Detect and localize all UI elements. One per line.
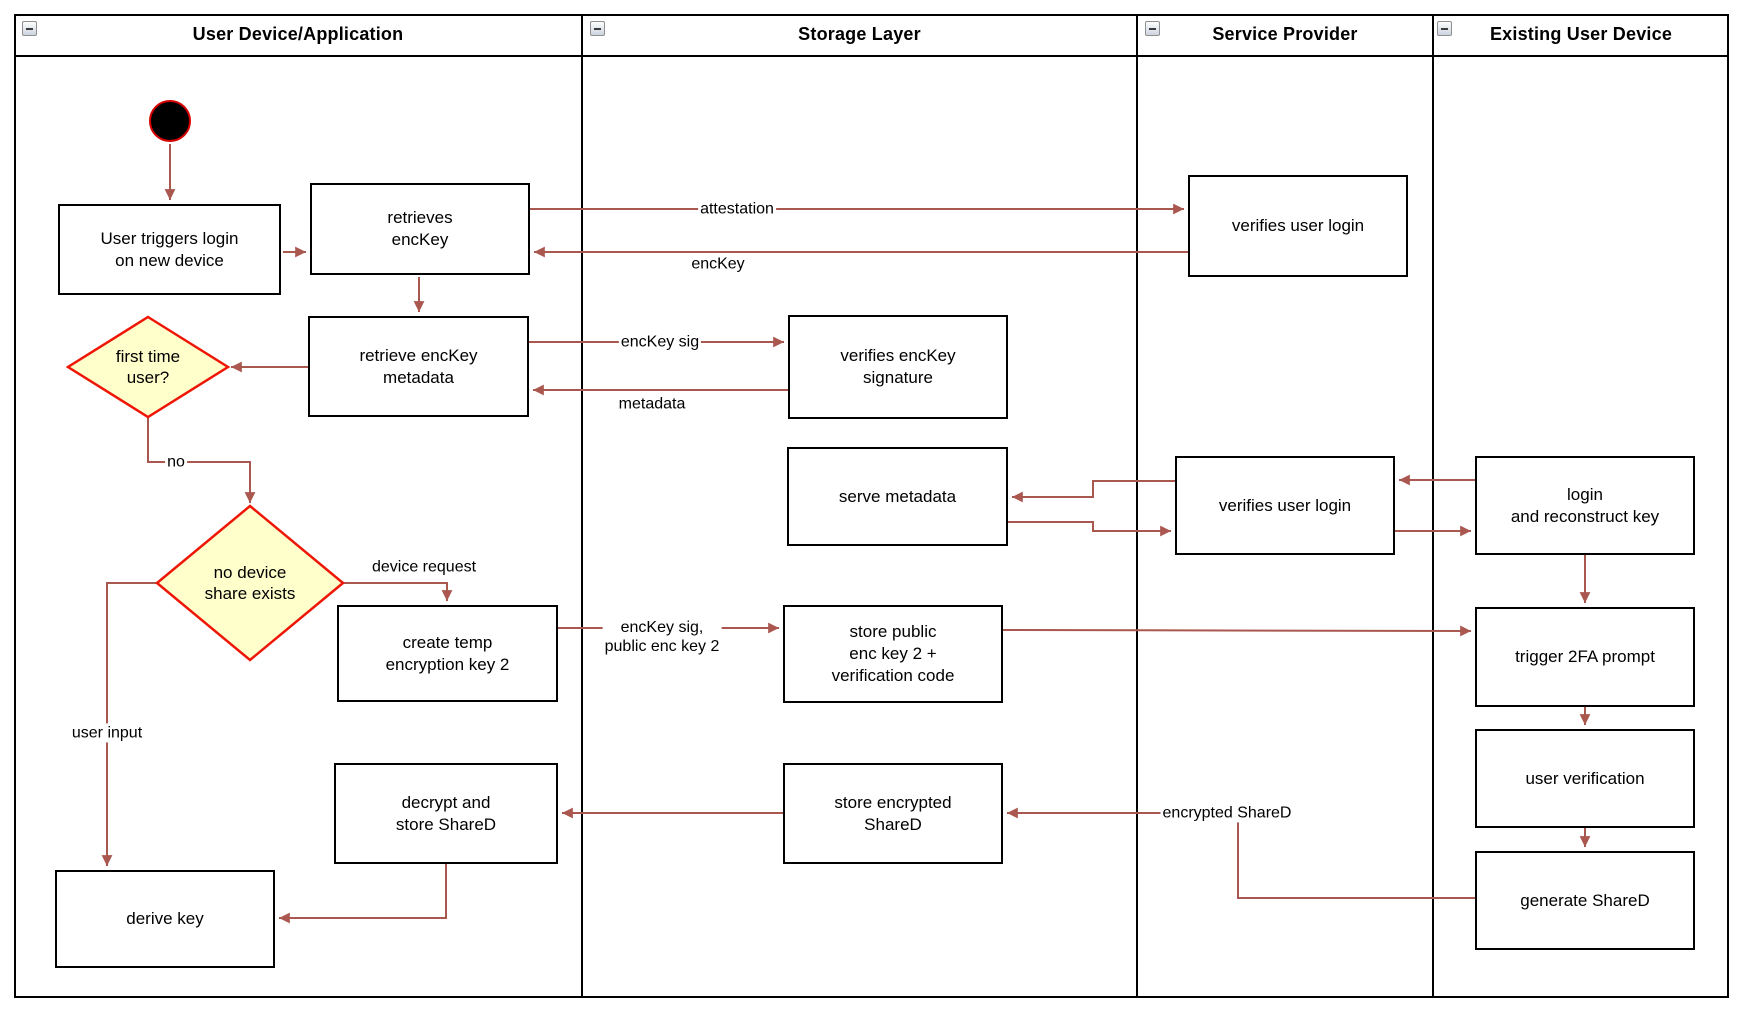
lane-separator xyxy=(1432,14,1434,998)
verifies-user-login-2-label: verifies user login xyxy=(1218,495,1352,515)
user-verification-node[interactable]: user verification xyxy=(1475,729,1695,828)
create-temp-encryption-key-2-label: encryption key 2 xyxy=(385,654,510,674)
login-and-reconstruct-key-label: and reconstruct key xyxy=(1510,506,1660,526)
retrieve-enckey-metadata-label: retrieve encKey xyxy=(359,345,478,365)
no-device-share-decision-shape[interactable] xyxy=(155,504,345,662)
retrieves-enckey-node[interactable]: retrieves encKey xyxy=(310,183,530,275)
diamond-label-line: first time xyxy=(115,346,181,366)
collapse-icon[interactable] xyxy=(22,21,37,36)
verifies-enckey-signature-node[interactable]: verifies encKey signature xyxy=(788,315,1008,419)
verifies-user-login-1-node[interactable]: verifies user login xyxy=(1188,175,1408,277)
first-time-user-decision-shape[interactable] xyxy=(65,315,231,419)
diamond-label-line: user? xyxy=(126,368,170,387)
lane-header-service-provider: Service Provider xyxy=(1137,14,1433,55)
retrieves-enckey-label: retrieves xyxy=(387,208,453,228)
lane-title-storage-layer: Storage Layer xyxy=(798,24,921,44)
store-public-enc-key-2-label: store public xyxy=(849,622,937,642)
verifies-enckey-signature-label: signature xyxy=(863,368,933,387)
collapse-icon[interactable] xyxy=(1437,21,1452,36)
start-node[interactable] xyxy=(149,100,191,142)
lane-header-existing-user-device: Existing User Device xyxy=(1433,14,1729,55)
diamond-label-line: no device xyxy=(213,562,287,582)
verifies-user-login-2-node[interactable]: verifies user login xyxy=(1175,456,1395,555)
user-triggers-login-label: User triggers login xyxy=(100,228,239,248)
no-device-share-decision-label: no device share exists xyxy=(205,562,296,605)
lane-title-existing-user-device: Existing User Device xyxy=(1489,24,1673,44)
serve-metadata-label: serve metadata xyxy=(838,486,957,506)
collapse-icon[interactable] xyxy=(590,21,605,36)
store-encrypted-shared-label: ShareD xyxy=(864,814,922,834)
generate-shared-label: generate ShareD xyxy=(1520,890,1650,910)
generate-shared-node[interactable]: generate ShareD xyxy=(1475,851,1695,950)
lane-header-user-device-application: User Device/Application xyxy=(14,14,582,55)
user-triggers-login-label: on new device xyxy=(115,250,224,270)
lane-header-rule xyxy=(14,55,1729,57)
first-time-user-decision-label: first time user? xyxy=(116,346,180,389)
serve-metadata-node[interactable]: serve metadata xyxy=(787,447,1008,546)
decrypt-and-store-shared-label: store ShareD xyxy=(395,814,497,834)
lane-header-storage-layer: Storage Layer xyxy=(582,14,1137,55)
diagram-frame xyxy=(14,14,1729,998)
verifies-user-login-1-label: verifies user login xyxy=(1231,216,1365,236)
diamond-label-line: share exists xyxy=(204,584,296,603)
store-public-enc-key-2-label: verification code xyxy=(831,665,955,685)
trigger-2fa-prompt-node[interactable]: trigger 2FA prompt xyxy=(1475,607,1695,707)
login-and-reconstruct-key-label: login xyxy=(1567,484,1603,504)
verifies-enckey-signature-label: verifies encKey xyxy=(840,346,956,366)
collapse-icon[interactable] xyxy=(1145,21,1160,36)
store-public-enc-key-2-label: enc key 2 + xyxy=(849,644,937,664)
decrypt-and-store-shared-label: decrypt and xyxy=(401,792,491,812)
retrieve-enckey-metadata-label: metadata xyxy=(383,367,454,387)
retrieves-enckey-label: encKey xyxy=(391,230,449,249)
lane-title-service-provider: Service Provider xyxy=(1212,24,1358,44)
derive-key-node[interactable]: derive key xyxy=(55,870,275,968)
lane-separator xyxy=(1136,14,1138,998)
lane-title-user-device-application: User Device/Application xyxy=(192,24,404,44)
derive-key-label: derive key xyxy=(126,909,204,929)
create-temp-encryption-key-2-label: create temp xyxy=(402,632,493,652)
user-verification-label: user verification xyxy=(1525,768,1645,788)
trigger-2fa-prompt-label: trigger 2FA prompt xyxy=(1515,647,1655,667)
store-encrypted-shared-label: store encrypted xyxy=(834,792,952,812)
lane-separator xyxy=(581,14,583,998)
